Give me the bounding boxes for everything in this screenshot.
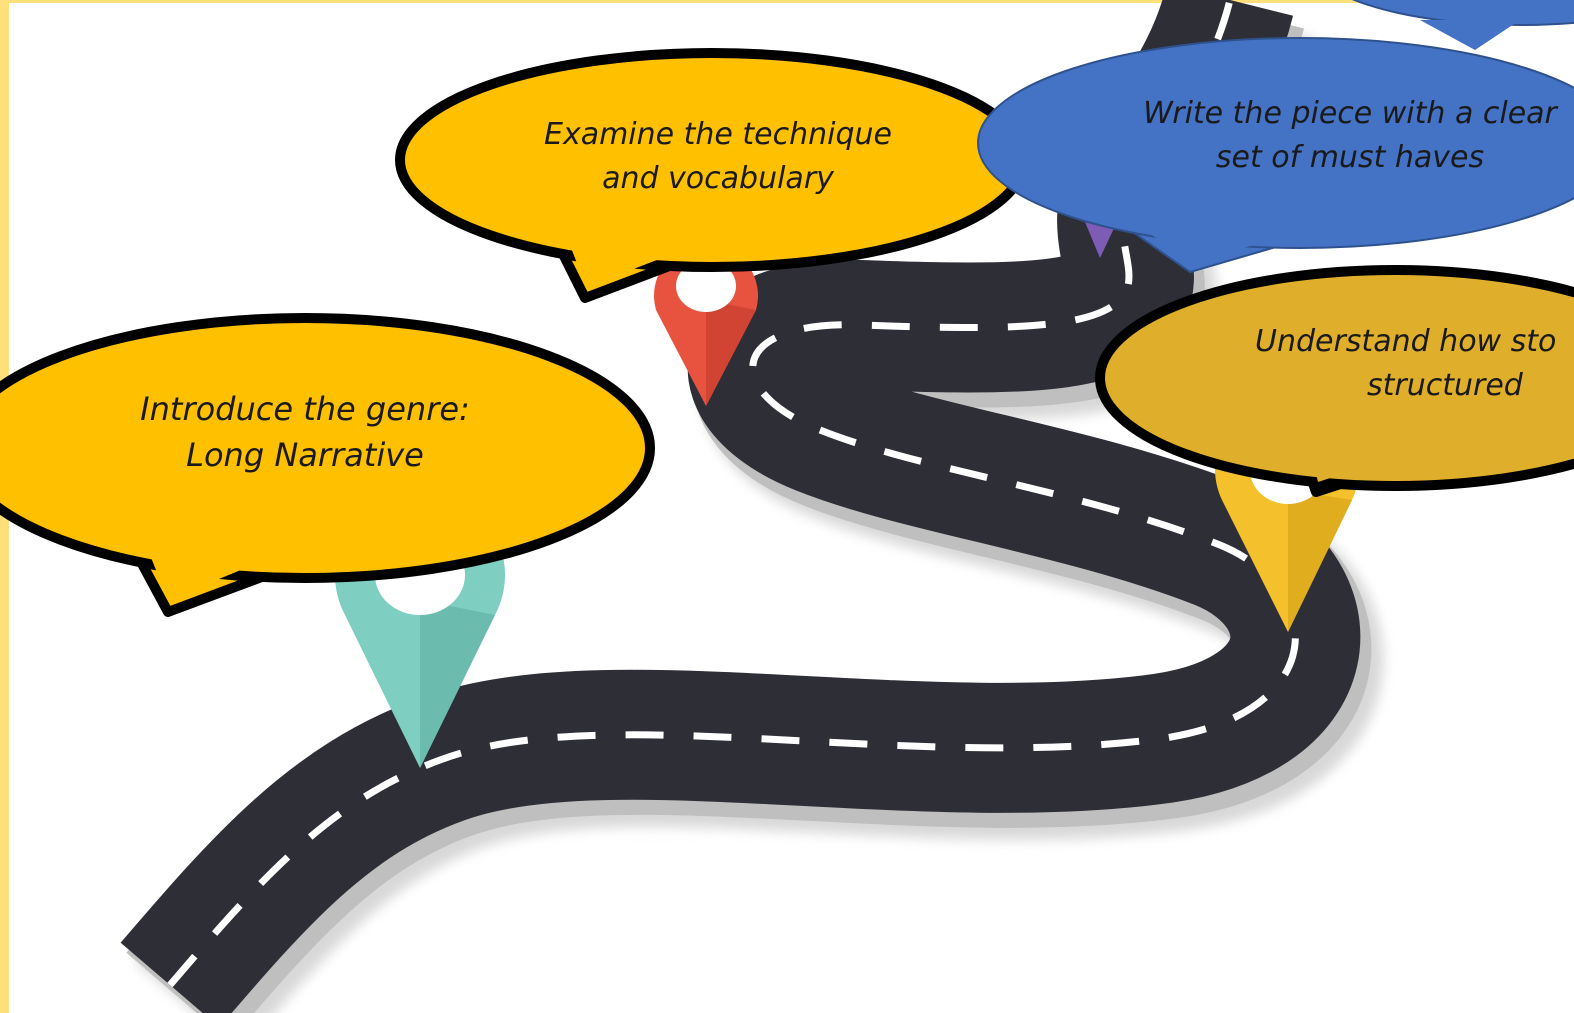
bubble-introduce-line1: Introduce the genre: — [140, 390, 470, 428]
top-border — [0, 0, 1574, 3]
speech-bubble-write — [977, 37, 1574, 274]
bubble-introduce-line2: Long Narrative — [186, 436, 424, 475]
speech-bubble-partial-top — [1351, 0, 1574, 50]
speech-bubble-introduce — [0, 313, 655, 617]
speech-bubble-examine — [395, 48, 1029, 303]
road-lane-markings — [167, 0, 1299, 988]
bubble-examine-line2: and vocabulary — [602, 160, 834, 196]
bubble-write-line1: Write the piece with a clear — [1143, 96, 1557, 131]
speech-bubble-understand — [1095, 265, 1574, 497]
map-pin-icon-red — [654, 243, 758, 406]
bubble-text-understand: Understand how sto structured — [1245, 320, 1574, 407]
bubble-text-write: Write the piece with a clear set of must… — [1120, 92, 1574, 179]
bubble-text-examine: Examine the technique and vocabulary — [518, 113, 918, 200]
bubble-examine-line1: Examine the technique — [543, 117, 893, 152]
bubble-understand-line1: Understand how sto — [1255, 324, 1557, 359]
bubble-write-line2: set of must haves — [1215, 139, 1485, 175]
bubble-understand-line2: structured — [1367, 367, 1523, 403]
bubble-text-introduce: Introduce the genre: Long Narrative — [95, 386, 515, 479]
